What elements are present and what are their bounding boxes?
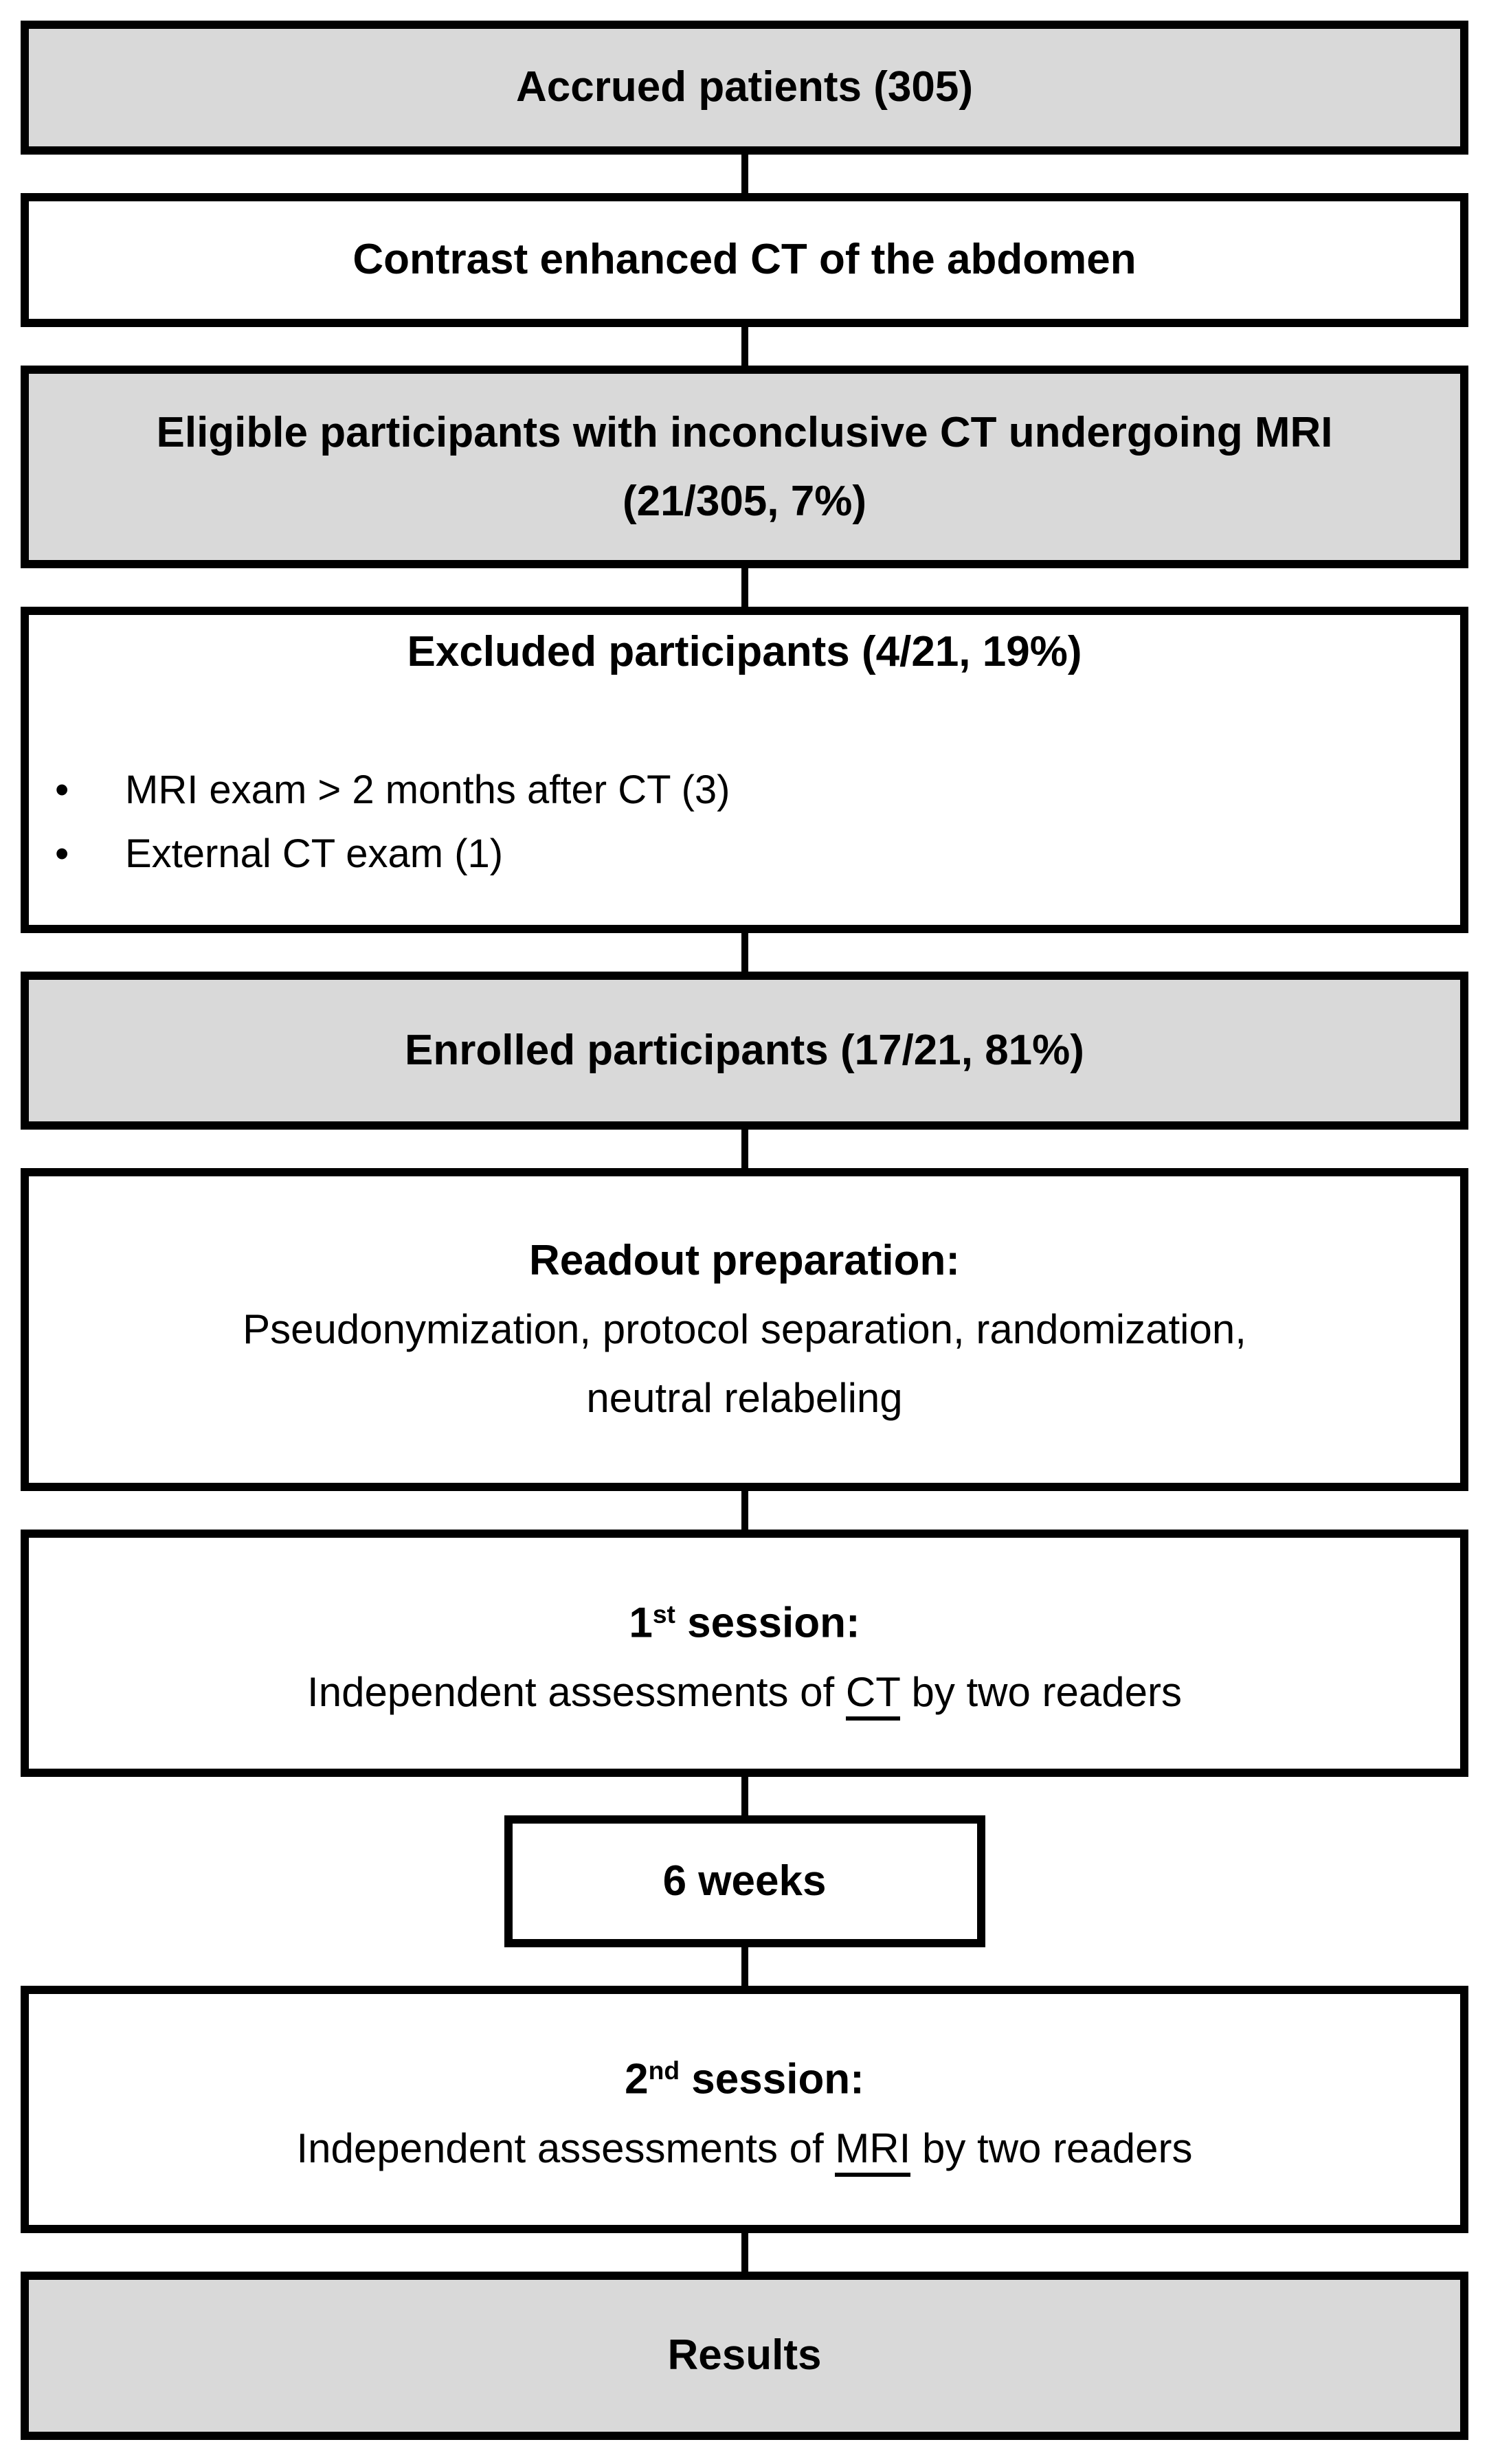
box-readout-preparation: Readout preparation: Pseudonymization, p… [21, 1168, 1468, 1491]
second-session-body: Independent assessments of MRI by two re… [296, 2114, 1193, 2183]
results-label: Results [667, 2331, 822, 2379]
box-eligible-participants: Eligible participants with inconclusive … [21, 366, 1468, 568]
excluded-reasons-list: MRI exam > 2 months after CT (3) Externa… [29, 762, 1460, 890]
flow-connector [741, 2233, 748, 2272]
accrued-patients-label: Accrued patients (305) [516, 63, 973, 111]
readout-preparation-content: Readout preparation: Pseudonymization, p… [243, 1227, 1246, 1433]
first-session-title-rest: session: [675, 1599, 860, 1647]
first-session-content: 1st session: Independent assessments of … [307, 1580, 1182, 1726]
readout-body-line-1: Pseudonymization, protocol separation, r… [243, 1306, 1246, 1352]
contrast-ct-label: Contrast enhanced CT of the abdomen [352, 236, 1137, 284]
box-results: Results [21, 2272, 1468, 2440]
flow-connector [741, 327, 748, 366]
flow-connector [741, 1947, 748, 1986]
excluded-participants-title: Excluded participants (4/21, 19%) [407, 628, 1082, 675]
second-session-title-rest: session: [680, 2055, 864, 2103]
readout-preparation-title: Readout preparation: [529, 1237, 960, 1284]
second-session-title: 2nd session: [296, 2036, 1192, 2114]
second-session-modality: MRI [835, 2125, 911, 2177]
flow-connector [741, 1491, 748, 1530]
excluded-bullet: MRI exam > 2 months after CT (3) [29, 762, 1460, 818]
second-session-content: 2nd session: Independent assessments of … [296, 2036, 1193, 2183]
enrolled-participants-label: Enrolled participants (17/21, 81%) [405, 1026, 1084, 1074]
first-session-body-suffix: by two readers [899, 1668, 1182, 1715]
flow-connector [741, 1777, 748, 1815]
box-excluded-participants: Excluded participants (4/21, 19%) MRI ex… [21, 607, 1468, 933]
second-session-body-prefix: Independent assessments of [296, 2125, 836, 2171]
second-session-body-suffix: by two readers [910, 2125, 1193, 2171]
first-session-ordinal-number: 1 [629, 1599, 653, 1647]
flow-connector [741, 155, 748, 193]
first-session-body-prefix: Independent assessments of [307, 1668, 846, 1715]
excluded-bullet: External CT exam (1) [29, 826, 1460, 882]
box-enrolled-participants: Enrolled participants (17/21, 81%) [21, 972, 1468, 1130]
box-accrued-patients: Accrued patients (305) [21, 21, 1468, 155]
first-session-ordinal-suffix: st [652, 1600, 675, 1629]
first-session-body: Independent assessments of CT by two rea… [307, 1658, 1182, 1727]
second-session-ordinal-suffix: nd [648, 2056, 680, 2085]
box-interval-6-weeks: 6 weeks [504, 1815, 985, 1947]
interval-label: 6 weeks [662, 1857, 827, 1905]
flow-connector [741, 933, 748, 972]
box-second-session: 2nd session: Independent assessments of … [21, 1986, 1468, 2233]
box-contrast-ct: Contrast enhanced CT of the abdomen [21, 193, 1468, 327]
eligible-line-2: (21/305, 7%) [623, 477, 866, 525]
eligible-line-1: Eligible participants with inconclusive … [156, 408, 1333, 456]
flow-connector [741, 1130, 748, 1168]
first-session-modality: CT [845, 1668, 900, 1721]
box-first-session: 1st session: Independent assessments of … [21, 1530, 1468, 1777]
second-session-ordinal-number: 2 [625, 2055, 649, 2103]
eligible-participants-label: Eligible participants with inconclusive … [156, 399, 1332, 536]
readout-body-line-2: neutral relabeling [586, 1375, 903, 1421]
flow-connector [741, 568, 748, 607]
first-session-title: 1st session: [307, 1580, 1182, 1657]
